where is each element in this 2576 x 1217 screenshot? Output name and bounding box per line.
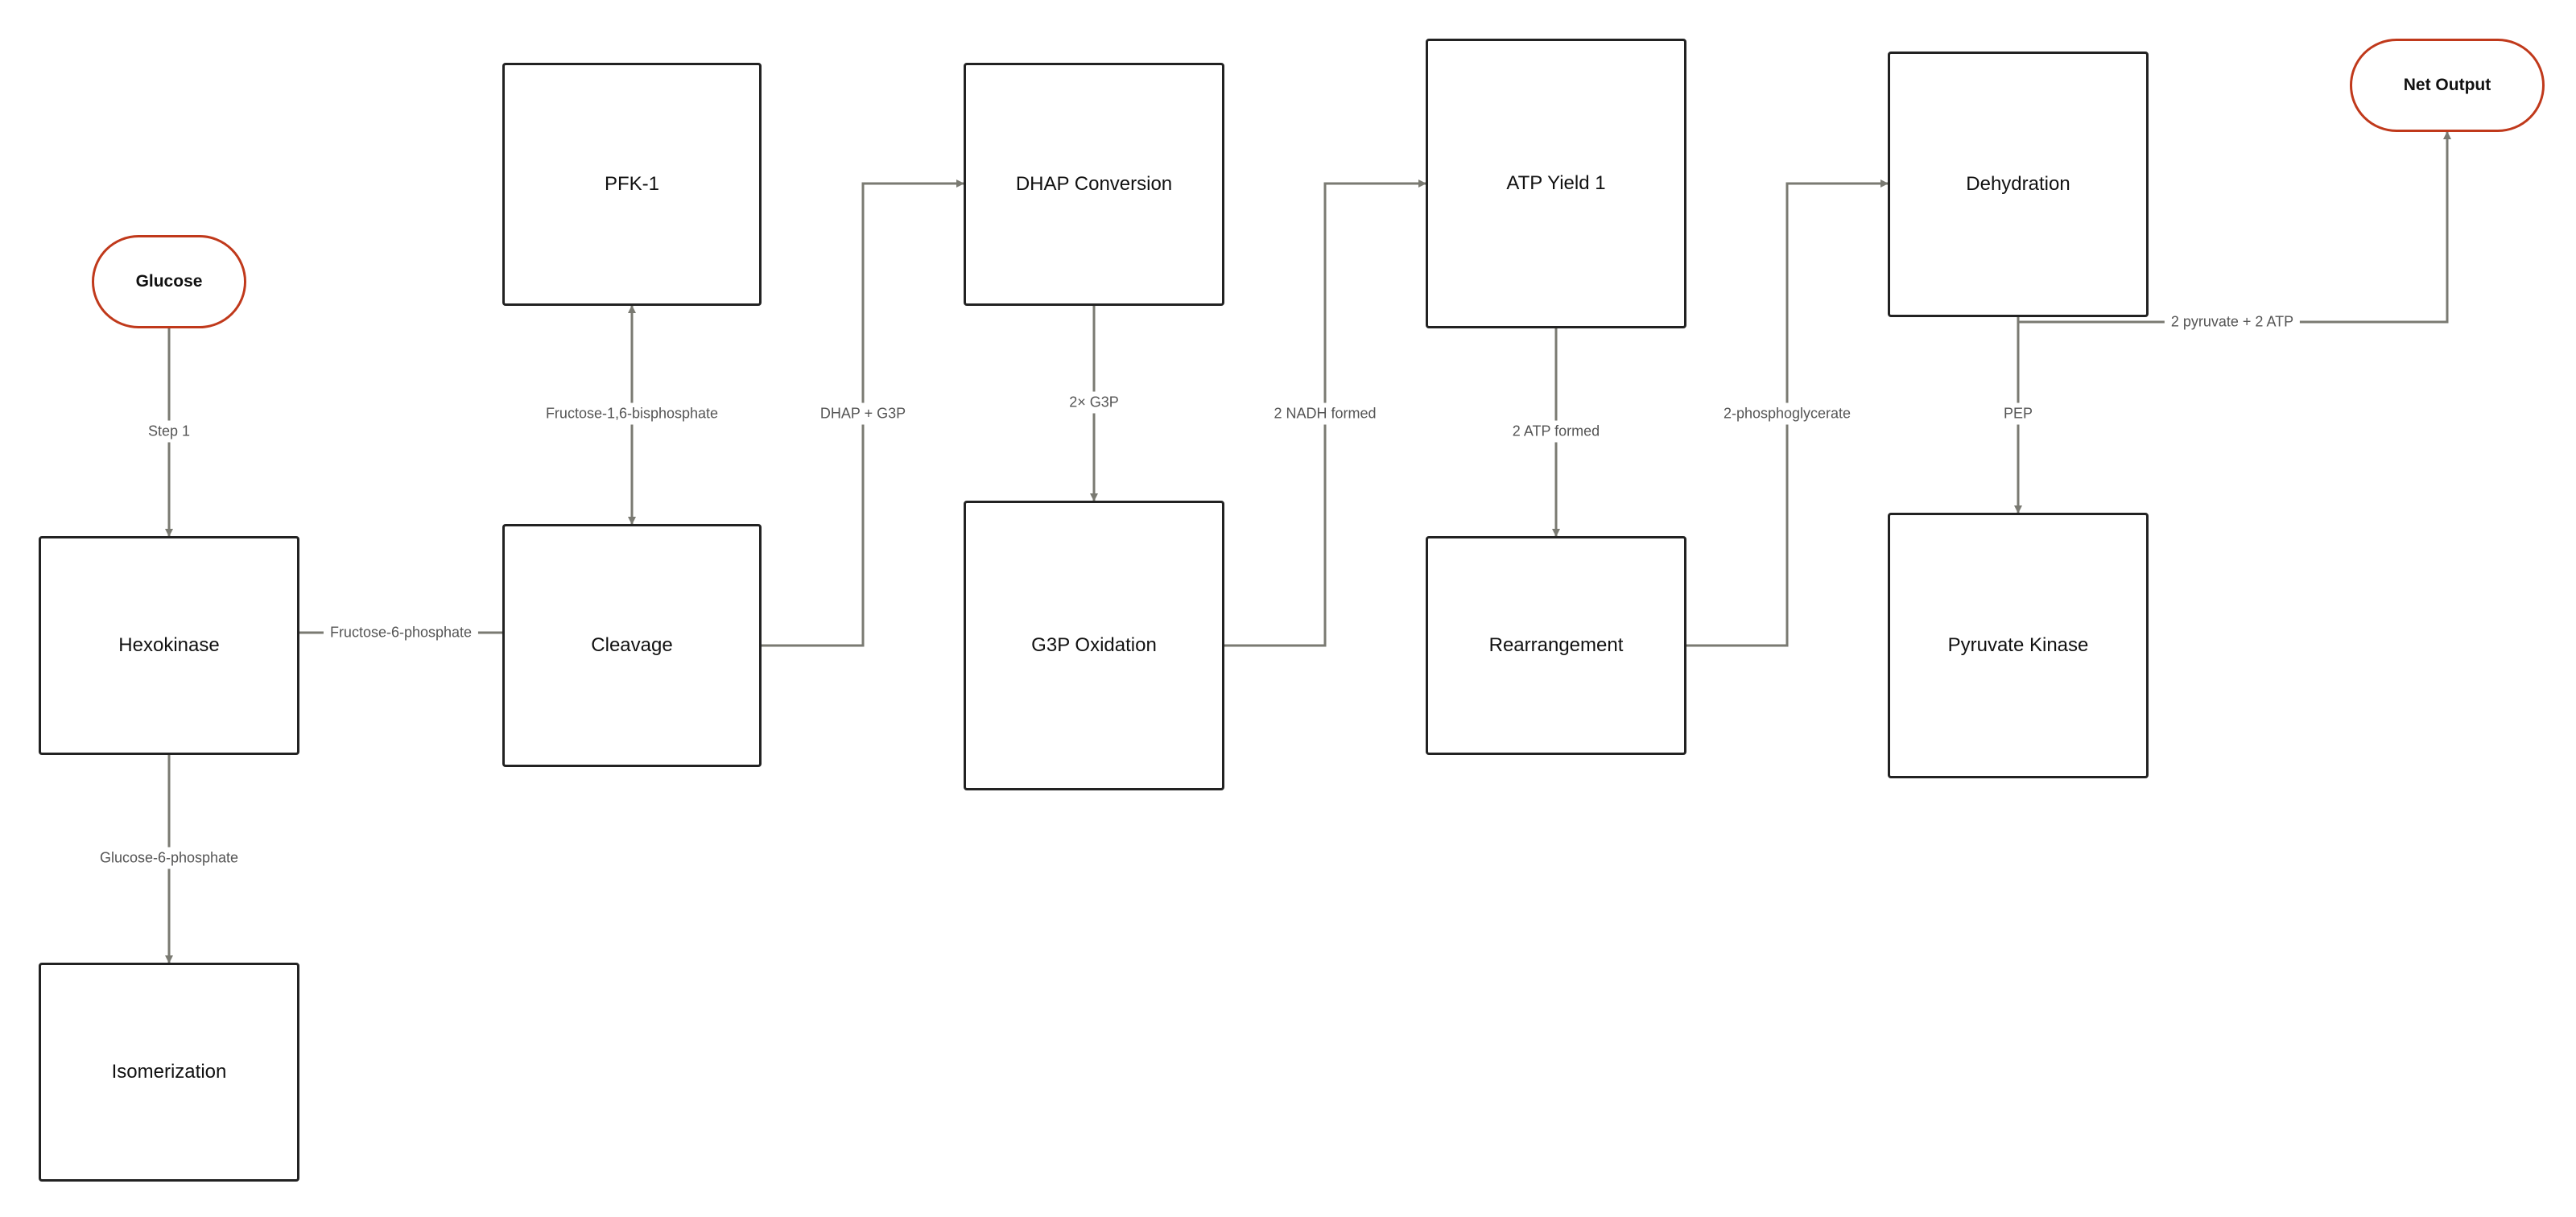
- node-label: Glucose: [135, 272, 203, 291]
- edge-label-fructose-6-phosphate: Fructose-6-phosphate: [323, 621, 479, 644]
- node-label: DHAP Conversion: [1015, 173, 1173, 195]
- edge-label-fructose-1-6-bisphosphate: Fructose-1,6-bisphosphate: [539, 402, 725, 425]
- edge-label-pep: PEP: [1996, 402, 2040, 425]
- node-label: Cleavage: [591, 634, 673, 656]
- node-label: Net Output: [2403, 76, 2491, 94]
- edge-label-two-phosphoglycerate: 2-phosphoglycerate: [1716, 402, 1858, 425]
- node-isomerization[interactable]: Isomerization: [39, 963, 299, 1182]
- edge-label-pyruvate-atp: 2 pyruvate + 2 ATP: [2164, 311, 2301, 333]
- node-pfk-1[interactable]: PFK-1: [502, 63, 762, 306]
- edge-dehydration-to-net-output: [2018, 131, 2451, 324]
- edge-label-dhap-g3p: DHAP + G3P: [813, 402, 913, 425]
- node-label: PFK-1: [604, 173, 659, 195]
- node-label: Isomerization: [111, 1061, 227, 1083]
- node-cleavage[interactable]: Cleavage: [502, 524, 762, 767]
- node-label: ATP Yield 1: [1506, 172, 1606, 194]
- node-dehydration[interactable]: Dehydration: [1888, 52, 2149, 317]
- edge-label-step-1: Step 1: [141, 420, 197, 443]
- node-g3p-oxidation[interactable]: G3P Oxidation: [964, 501, 1224, 790]
- node-net-output[interactable]: Net Output: [2350, 39, 2545, 132]
- node-label: Pyruvate Kinase: [1947, 634, 2089, 656]
- node-label: Rearrangement: [1488, 634, 1624, 656]
- node-dhap-conversion[interactable]: DHAP Conversion: [964, 63, 1224, 306]
- node-label: Hexokinase: [118, 634, 220, 656]
- edge-label-two-atp: 2 ATP formed: [1505, 420, 1607, 443]
- node-glucose[interactable]: Glucose: [92, 235, 246, 328]
- edge-label-glucose-6-phosphate: Glucose-6-phosphate: [93, 847, 246, 869]
- node-pyruvate-kinase[interactable]: Pyruvate Kinase: [1888, 513, 2149, 778]
- edge-label-two-g3p: 2× G3P: [1063, 391, 1125, 414]
- node-hexokinase[interactable]: Hexokinase: [39, 536, 299, 755]
- node-label: Dehydration: [1966, 173, 2070, 195]
- node-atp-yield-1[interactable]: ATP Yield 1: [1426, 39, 1686, 328]
- node-rearrangement[interactable]: Rearrangement: [1426, 536, 1686, 755]
- node-label: G3P Oxidation: [1031, 634, 1157, 656]
- edge-label-two-nadh: 2 NADH formed: [1267, 402, 1383, 425]
